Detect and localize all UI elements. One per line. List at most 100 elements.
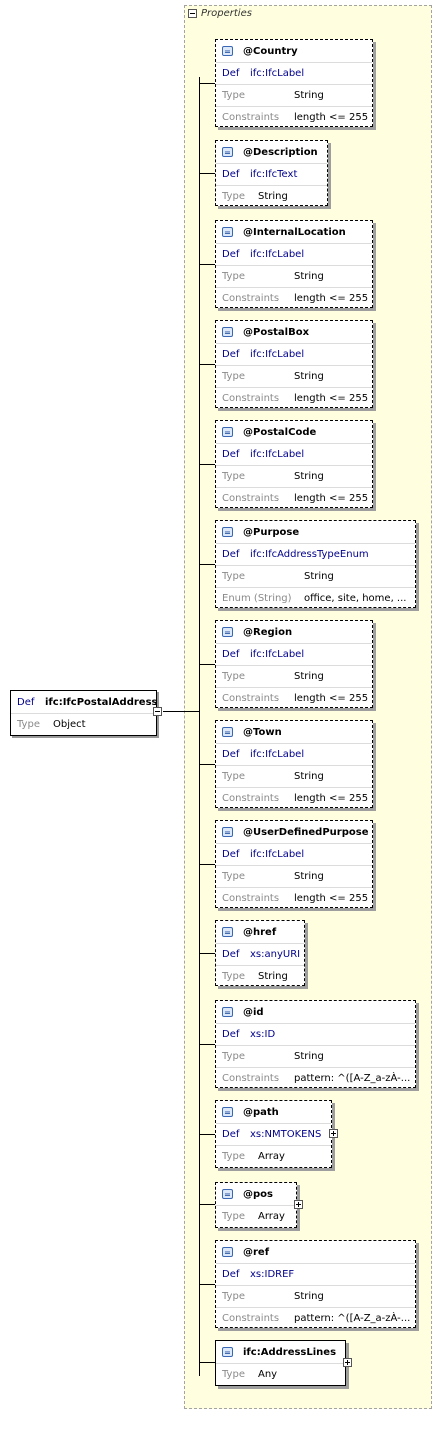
def-value[interactable]: xs:IDREF xyxy=(250,1269,295,1280)
def-label: Def xyxy=(222,649,240,660)
type-value: String xyxy=(294,771,324,782)
def-label: Def xyxy=(222,849,240,860)
connector-stem xyxy=(163,711,199,712)
constraints-value: length <= 255 xyxy=(294,112,369,123)
type-value: String xyxy=(294,1051,324,1062)
type-value: String xyxy=(294,371,324,382)
collapse-icon[interactable] xyxy=(153,707,162,716)
constraints-label: Constraints xyxy=(222,793,280,804)
attribute-icon: = xyxy=(222,1007,233,1017)
def-value[interactable]: ifc:IfcLabel xyxy=(250,68,305,79)
element-name: ifc:AddressLines xyxy=(243,1346,337,1358)
type-value: String xyxy=(258,191,288,202)
def-value[interactable]: ifc:IfcLabel xyxy=(250,249,305,260)
def-value[interactable]: xs:anyURI xyxy=(250,949,301,960)
def-value[interactable]: xs:ID xyxy=(250,1029,276,1040)
root-element-box[interactable]: Def ifc:IfcPostalAddress Type Object xyxy=(10,690,162,736)
connector-branch xyxy=(199,664,215,665)
def-label: Def xyxy=(17,696,35,708)
def-value[interactable]: ifc:IfcLabel xyxy=(250,449,305,460)
attribute-icon: = xyxy=(222,627,233,637)
attribute-icon: = xyxy=(222,827,233,837)
def-value[interactable]: xs:NMTOKENS xyxy=(250,1129,322,1140)
type-label: Type xyxy=(222,571,245,582)
type-label: Type xyxy=(222,471,245,482)
def-label: Def xyxy=(222,1269,240,1280)
attribute-name: @path xyxy=(243,1106,279,1118)
constraints-label: Constraints xyxy=(222,293,280,304)
connector-branch xyxy=(199,264,215,265)
expand-icon[interactable] xyxy=(343,1358,352,1367)
attribute-icon: = xyxy=(222,227,233,237)
connector-branch xyxy=(199,1284,215,1285)
root-element-name: ifc:IfcPostalAddress xyxy=(45,696,158,708)
type-value: Object xyxy=(53,719,86,730)
attribute-icon: = xyxy=(222,927,233,937)
type-value: String xyxy=(258,971,288,982)
attribute-name: @pos xyxy=(243,1188,273,1200)
attribute-icon: = xyxy=(222,427,233,437)
type-value: Array xyxy=(258,1151,285,1162)
expand-icon[interactable] xyxy=(329,1129,338,1138)
element-icon: = xyxy=(222,1347,233,1357)
collapse-icon[interactable] xyxy=(188,9,197,18)
attribute-name: @PostalBox xyxy=(243,326,310,338)
attribute-name: @Town xyxy=(243,726,282,738)
connector-branch xyxy=(199,173,215,174)
attribute-icon: = xyxy=(222,527,233,537)
attribute-name: @Country xyxy=(243,45,298,57)
def-value[interactable]: ifc:IfcLabel xyxy=(250,349,305,360)
expand-icon[interactable] xyxy=(294,1200,303,1209)
def-label: Def xyxy=(222,68,240,79)
connector-branch xyxy=(199,564,215,565)
def-value[interactable]: ifc:IfcText xyxy=(250,169,298,180)
constraints-value: length <= 255 xyxy=(294,693,369,704)
constraints-label: Constraints xyxy=(222,112,280,123)
attribute-icon: = xyxy=(222,147,233,157)
def-value[interactable]: ifc:IfcLabel xyxy=(250,649,305,660)
type-value: String xyxy=(294,90,324,101)
attribute-name: @Description xyxy=(243,146,318,158)
type-value: Array xyxy=(258,1211,285,1222)
properties-header[interactable]: Properties xyxy=(188,8,252,19)
def-value[interactable]: ifc:IfcLabel xyxy=(250,849,305,860)
type-label: Type xyxy=(222,871,245,882)
def-value[interactable]: ifc:IfcAddressTypeEnum xyxy=(250,549,369,560)
type-value: String xyxy=(304,571,334,582)
constraints-label: Constraints xyxy=(222,1313,280,1324)
type-label: Type xyxy=(222,1211,245,1222)
type-value: String xyxy=(294,871,324,882)
connector-branch xyxy=(199,364,215,365)
connector-branch xyxy=(199,953,215,954)
type-label: Type xyxy=(222,971,245,982)
constraints-value: pattern: ^([A-Z_a-zÀ-... xyxy=(294,1313,411,1324)
constraints-label: Constraints xyxy=(222,893,280,904)
constraints-label: Constraints xyxy=(222,393,280,404)
type-value: String xyxy=(294,671,324,682)
type-label: Type xyxy=(222,771,245,782)
type-label: Type xyxy=(222,90,245,101)
attribute-name: @id xyxy=(243,1006,264,1018)
def-value[interactable]: ifc:IfcLabel xyxy=(250,749,305,760)
type-label: Type xyxy=(222,671,245,682)
connector-branch xyxy=(199,1134,215,1135)
properties-label: Properties xyxy=(201,8,252,19)
connector-branch xyxy=(199,464,215,465)
connector-trunk xyxy=(199,77,200,1376)
def-label: Def xyxy=(222,949,240,960)
